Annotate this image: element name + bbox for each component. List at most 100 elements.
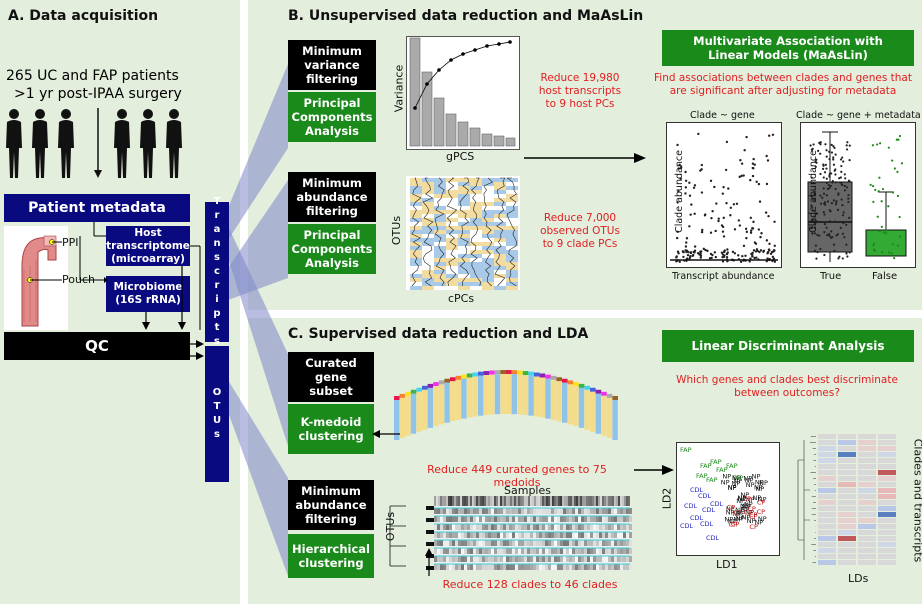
min-variance-box: Minimum variance filtering [288, 40, 376, 90]
scree-bars [409, 37, 516, 147]
lds-heatmap [797, 434, 896, 565]
svg-text:NP: NP [746, 496, 755, 504]
svg-text:NP: NP [721, 478, 730, 486]
qc-box: QC [4, 332, 190, 360]
kmedoid-arc [394, 370, 618, 440]
ld1-label: LD1 [716, 558, 738, 571]
pca-box-1: Principal Components Analysis [288, 92, 376, 142]
svg-text:NP: NP [745, 476, 754, 484]
min-abundance-box-b: Minimum abundance filtering [288, 172, 376, 222]
svg-text:CP: CP [729, 521, 738, 529]
pouch-label: Pouch [62, 273, 95, 286]
svg-text:NP: NP [745, 509, 754, 517]
box-ylabel: Clade abundance [807, 150, 819, 233]
svg-text:NP: NP [736, 515, 745, 523]
svg-text:NP: NP [755, 485, 764, 493]
svg-text:CP: CP [749, 511, 758, 519]
intestine-illustration-icon [4, 226, 68, 330]
samples-label: Samples [504, 484, 551, 497]
ld2-label: LD2 [660, 487, 674, 510]
svg-text:NP: NP [740, 502, 749, 510]
panel-a-arrows [79, 222, 204, 360]
transcripts-letter: a [213, 224, 221, 235]
svg-text:CDL: CDL [698, 492, 712, 500]
svg-text:FAP: FAP [710, 458, 722, 466]
maaslin-desc: Find associations between clades and gen… [654, 72, 912, 97]
svg-text:FAP: FAP [696, 472, 708, 480]
pointer-lines [30, 241, 62, 281]
lda-title-box: Linear Discriminant Analysis [662, 330, 914, 362]
hier-box: Hierarchical clustering [288, 534, 374, 578]
svg-text:CDL: CDL [706, 534, 720, 542]
cpcs-xlabel: cPCs [448, 292, 475, 305]
svg-text:NP: NP [736, 510, 745, 518]
svg-text:NP: NP [746, 481, 755, 489]
svg-text:NP: NP [742, 513, 751, 521]
scatter-ylabel: Clade abundance [673, 150, 685, 233]
otus-letter: O [212, 387, 222, 398]
svg-text:FAP: FAP [700, 462, 712, 470]
svg-text:CP: CP [757, 498, 766, 506]
transcripts-letter: s [214, 336, 220, 347]
scatter-plot [666, 122, 782, 268]
transcripts-letter: s [214, 252, 220, 263]
svg-text:CDL: CDL [690, 486, 704, 494]
svg-text:CDL: CDL [684, 502, 698, 510]
svg-text:FAP: FAP [706, 476, 718, 484]
svg-text:CP: CP [747, 505, 756, 513]
ppi-label: PPI [62, 236, 79, 249]
svg-text:CP: CP [749, 523, 758, 531]
otus-letter: U [212, 415, 222, 426]
patient-metadata-box: Patient metadata [4, 194, 190, 222]
reduce-host-text: Reduce 19,980 host transcripts to 9 host… [538, 72, 622, 110]
transcripts-letter: r [214, 210, 220, 221]
svg-text:NP: NP [755, 479, 764, 487]
svg-text:NP: NP [737, 494, 746, 502]
svg-text:FAP: FAP [732, 474, 744, 482]
svg-text:NP: NP [759, 479, 768, 487]
svg-text:NP: NP [747, 517, 756, 525]
reduce-otus-text: Reduce 7,000 observed OTUs to 9 clade PC… [540, 212, 620, 250]
patients-line-2: >1 yr post-IPAA surgery [14, 86, 182, 102]
min-abundance-box-c: Minimum abundance filtering [288, 480, 374, 530]
otu-loadings-heatmap [406, 176, 520, 290]
transcripts-letter: r [214, 280, 220, 291]
svg-text:CP: CP [727, 503, 736, 511]
pca-box-2: Principal Components Analysis [288, 224, 376, 274]
svg-text:CP: CP [743, 495, 752, 503]
svg-text:NP: NP [754, 483, 763, 491]
transcripts-letter: t [214, 322, 220, 333]
box-title: Clade ~ gene + metadata [796, 110, 921, 121]
patient-silhouettes-icon [6, 108, 182, 178]
svg-text:NP: NP [728, 484, 737, 492]
svg-text:NP: NP [724, 516, 733, 524]
reduce-clades-text: Reduce 128 clades to 46 clades [442, 578, 618, 591]
svg-text:NP: NP [744, 501, 753, 509]
otus-ylabel-c: OTUs [384, 511, 398, 542]
scatter-xlabel: Transcript abundance [672, 271, 775, 282]
maaslin-title-box: Multivariate Association with Linear Mod… [662, 30, 914, 66]
svg-text:NP: NP [754, 519, 763, 527]
scatter-title: Clade ~ gene [690, 110, 755, 121]
panel-c-title: C. Supervised data reduction and LDA [288, 326, 589, 342]
samples-heatmap [389, 496, 632, 570]
otus-letter: T [213, 401, 221, 412]
svg-text:NP: NP [733, 477, 742, 485]
svg-text:NP: NP [743, 474, 752, 482]
box-true-label: True [820, 271, 842, 282]
svg-text:FAP: FAP [726, 462, 738, 470]
svg-text:NP: NP [727, 517, 736, 525]
svg-text:NP: NP [726, 508, 735, 516]
transcripts-letter: i [215, 294, 219, 305]
transcripts-letter: c [214, 266, 220, 277]
svg-text:NP: NP [758, 495, 767, 503]
svg-text:FAP: FAP [680, 446, 692, 454]
svg-text:NP: NP [752, 473, 761, 481]
svg-text:NP: NP [738, 495, 747, 503]
panel-b-title: B. Unsupervised data reduction and MaAsL… [288, 8, 644, 24]
microbiome-box: Microbiome (16S rRNA) [106, 276, 190, 312]
lda-desc: Which genes and clades best discriminate… [676, 374, 898, 399]
